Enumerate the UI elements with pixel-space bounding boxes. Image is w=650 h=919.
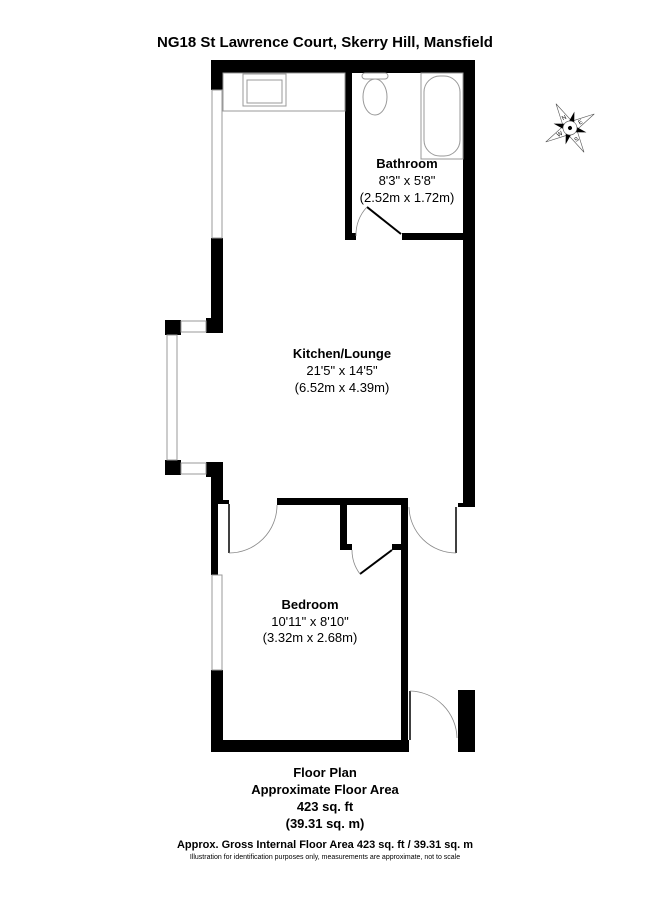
svg-text:Bedroom: Bedroom — [281, 597, 338, 612]
fixtures — [222, 72, 464, 160]
room-label-bedroom: Bedroom 10'11" x 8'10" (3.32m x 2.68m) — [263, 597, 358, 645]
svg-text:(3.32m x 2.68m): (3.32m x 2.68m) — [263, 630, 358, 645]
plan-title: NG18 St Lawrence Court, Skerry Hill, Man… — [157, 34, 493, 51]
room-label-kitchen-lounge: Kitchen/Lounge 21'5" x 14'5" (6.52m x 4.… — [293, 346, 391, 395]
svg-text:423 sq. ft: 423 sq. ft — [297, 799, 354, 814]
svg-text:8'3" x 5'8": 8'3" x 5'8" — [379, 173, 436, 188]
svg-text:(39.31 sq. m): (39.31 sq. m) — [286, 816, 365, 831]
gross-area: Approx. Gross Internal Floor Area 423 sq… — [177, 839, 473, 851]
svg-text:10'11" x 8'10": 10'11" x 8'10" — [271, 614, 349, 629]
room-label-bathroom: Bathroom 8'3" x 5'8" (2.52m x 1.72m) — [360, 156, 455, 205]
svg-text:Floor Plan: Floor Plan — [293, 765, 357, 780]
svg-text:21'5" x 14'5": 21'5" x 14'5" — [306, 363, 378, 378]
svg-text:S: S — [574, 137, 580, 144]
svg-text:Approximate Floor Area: Approximate Floor Area — [251, 782, 399, 797]
svg-text:(2.52m x 1.72m): (2.52m x 1.72m) — [360, 190, 455, 205]
svg-text:Bathroom: Bathroom — [376, 156, 437, 171]
compass-rose-icon: N E S W — [545, 103, 595, 153]
windows — [166, 89, 223, 671]
floor-area-summary: Floor Plan Approximate Floor Area 423 sq… — [251, 765, 399, 831]
svg-text:E: E — [578, 119, 584, 126]
svg-text:(6.52m x 4.39m): (6.52m x 4.39m) — [295, 380, 390, 395]
doors — [228, 206, 458, 740]
svg-text:W: W — [556, 131, 564, 139]
toilet-icon — [362, 78, 388, 116]
disclaimer: Illustration for identification purposes… — [190, 854, 460, 861]
svg-text:N: N — [561, 115, 568, 122]
svg-text:Kitchen/Lounge: Kitchen/Lounge — [293, 346, 391, 361]
walls — [165, 60, 475, 752]
